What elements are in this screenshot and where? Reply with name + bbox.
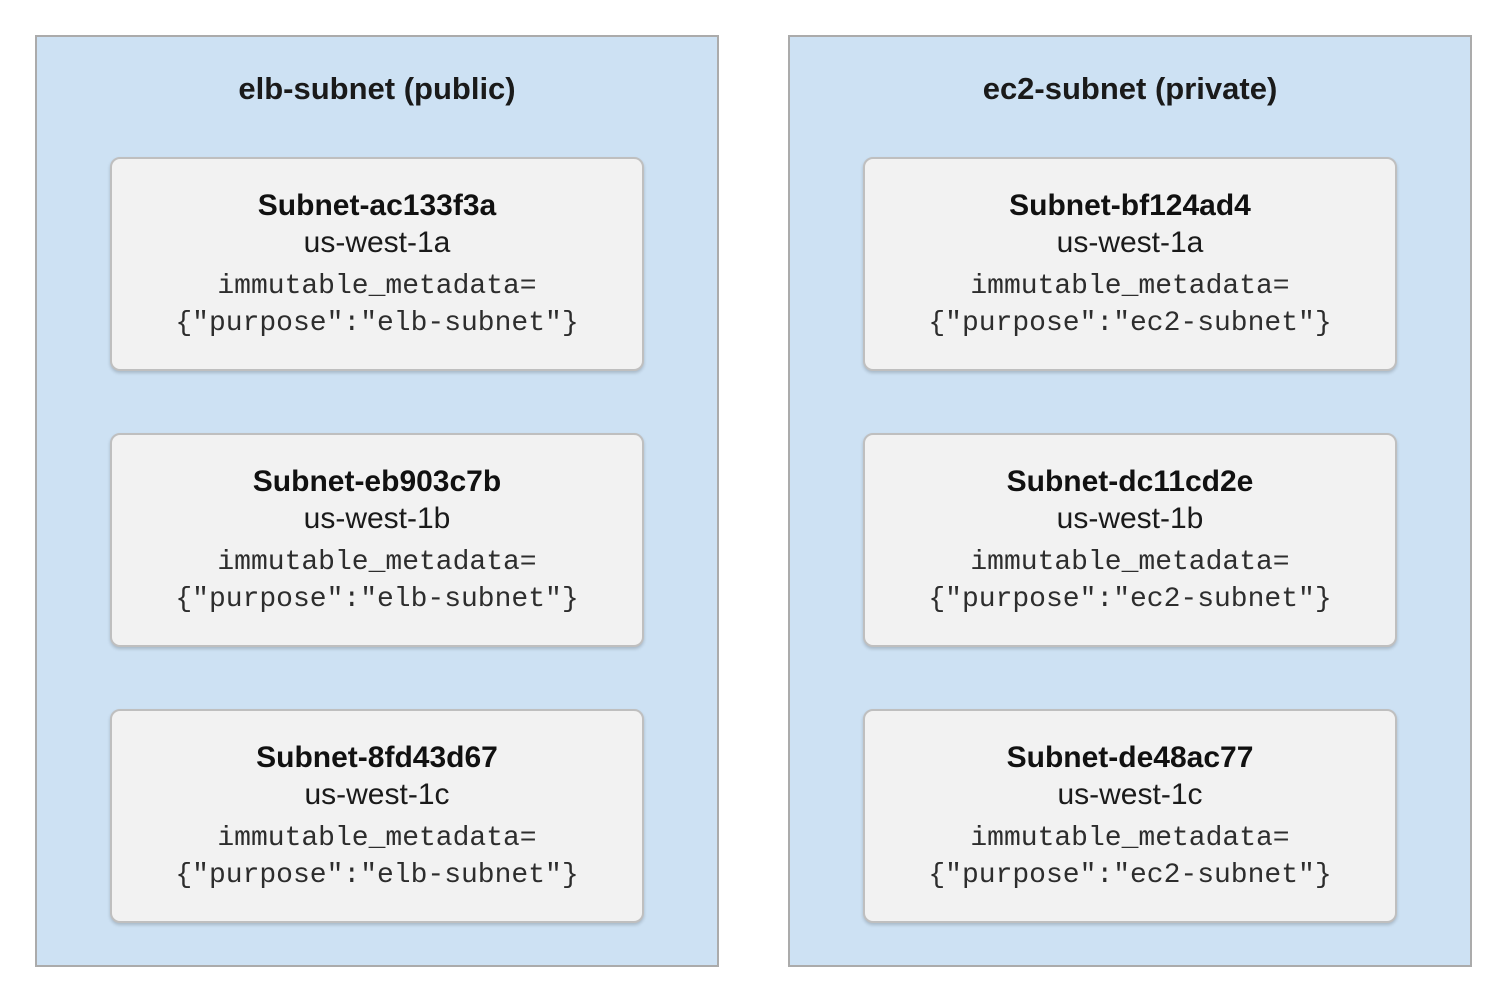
subnet-availability-zone: us-west-1a — [1056, 225, 1204, 259]
panel-cards: Subnet-ac133f3a us-west-1a immutable_met… — [37, 157, 717, 923]
subnet-availability-zone: us-west-1b — [1056, 501, 1204, 535]
subnet-metadata-key: immutable_metadata= — [970, 270, 1290, 302]
subnet-metadata-value: {"purpose":"ec2-subnet"} — [928, 583, 1332, 615]
subnet-availability-zone: us-west-1b — [303, 501, 451, 535]
subnet-card: Subnet-bf124ad4 us-west-1a immutable_met… — [863, 157, 1397, 371]
subnet-metadata-key: immutable_metadata= — [970, 822, 1290, 854]
subnet-metadata-key: immutable_metadata= — [217, 546, 537, 578]
subnet-metadata-key: immutable_metadata= — [217, 822, 537, 854]
subnet-metadata-value: {"purpose":"ec2-subnet"} — [928, 307, 1332, 339]
subnet-name: Subnet-eb903c7b — [252, 464, 502, 498]
subnet-name: Subnet-de48ac77 — [1006, 740, 1254, 774]
panel-elb-subnet: elb-subnet (public) Subnet-ac133f3a us-w… — [35, 35, 719, 967]
subnet-metadata-value: {"purpose":"elb-subnet"} — [175, 859, 579, 891]
subnet-card: Subnet-eb903c7b us-west-1b immutable_met… — [110, 433, 644, 647]
subnet-name: Subnet-8fd43d67 — [256, 740, 498, 774]
subnet-card: Subnet-dc11cd2e us-west-1b immutable_met… — [863, 433, 1397, 647]
subnet-card: Subnet-de48ac77 us-west-1c immutable_met… — [863, 709, 1397, 923]
subnet-name: Subnet-dc11cd2e — [1006, 464, 1254, 498]
subnet-name: Subnet-ac133f3a — [257, 188, 497, 222]
panel-cards: Subnet-bf124ad4 us-west-1a immutable_met… — [790, 157, 1470, 923]
subnet-name: Subnet-bf124ad4 — [1009, 188, 1251, 222]
panel-ec2-subnet: ec2-subnet (private) Subnet-bf124ad4 us-… — [788, 35, 1472, 967]
subnet-card: Subnet-8fd43d67 us-west-1c immutable_met… — [110, 709, 644, 923]
subnet-metadata-key: immutable_metadata= — [217, 270, 537, 302]
panel-title: ec2-subnet (private) — [982, 71, 1278, 106]
subnet-metadata-value: {"purpose":"elb-subnet"} — [175, 583, 579, 615]
subnet-metadata-key: immutable_metadata= — [970, 546, 1290, 578]
subnet-card: Subnet-ac133f3a us-west-1a immutable_met… — [110, 157, 644, 371]
subnet-metadata-value: {"purpose":"ec2-subnet"} — [928, 859, 1332, 891]
subnet-availability-zone: us-west-1a — [303, 225, 451, 259]
subnet-availability-zone: us-west-1c — [304, 777, 450, 811]
subnet-metadata-value: {"purpose":"elb-subnet"} — [175, 307, 579, 339]
panel-title: elb-subnet (public) — [238, 71, 516, 106]
subnet-availability-zone: us-west-1c — [1057, 777, 1203, 811]
